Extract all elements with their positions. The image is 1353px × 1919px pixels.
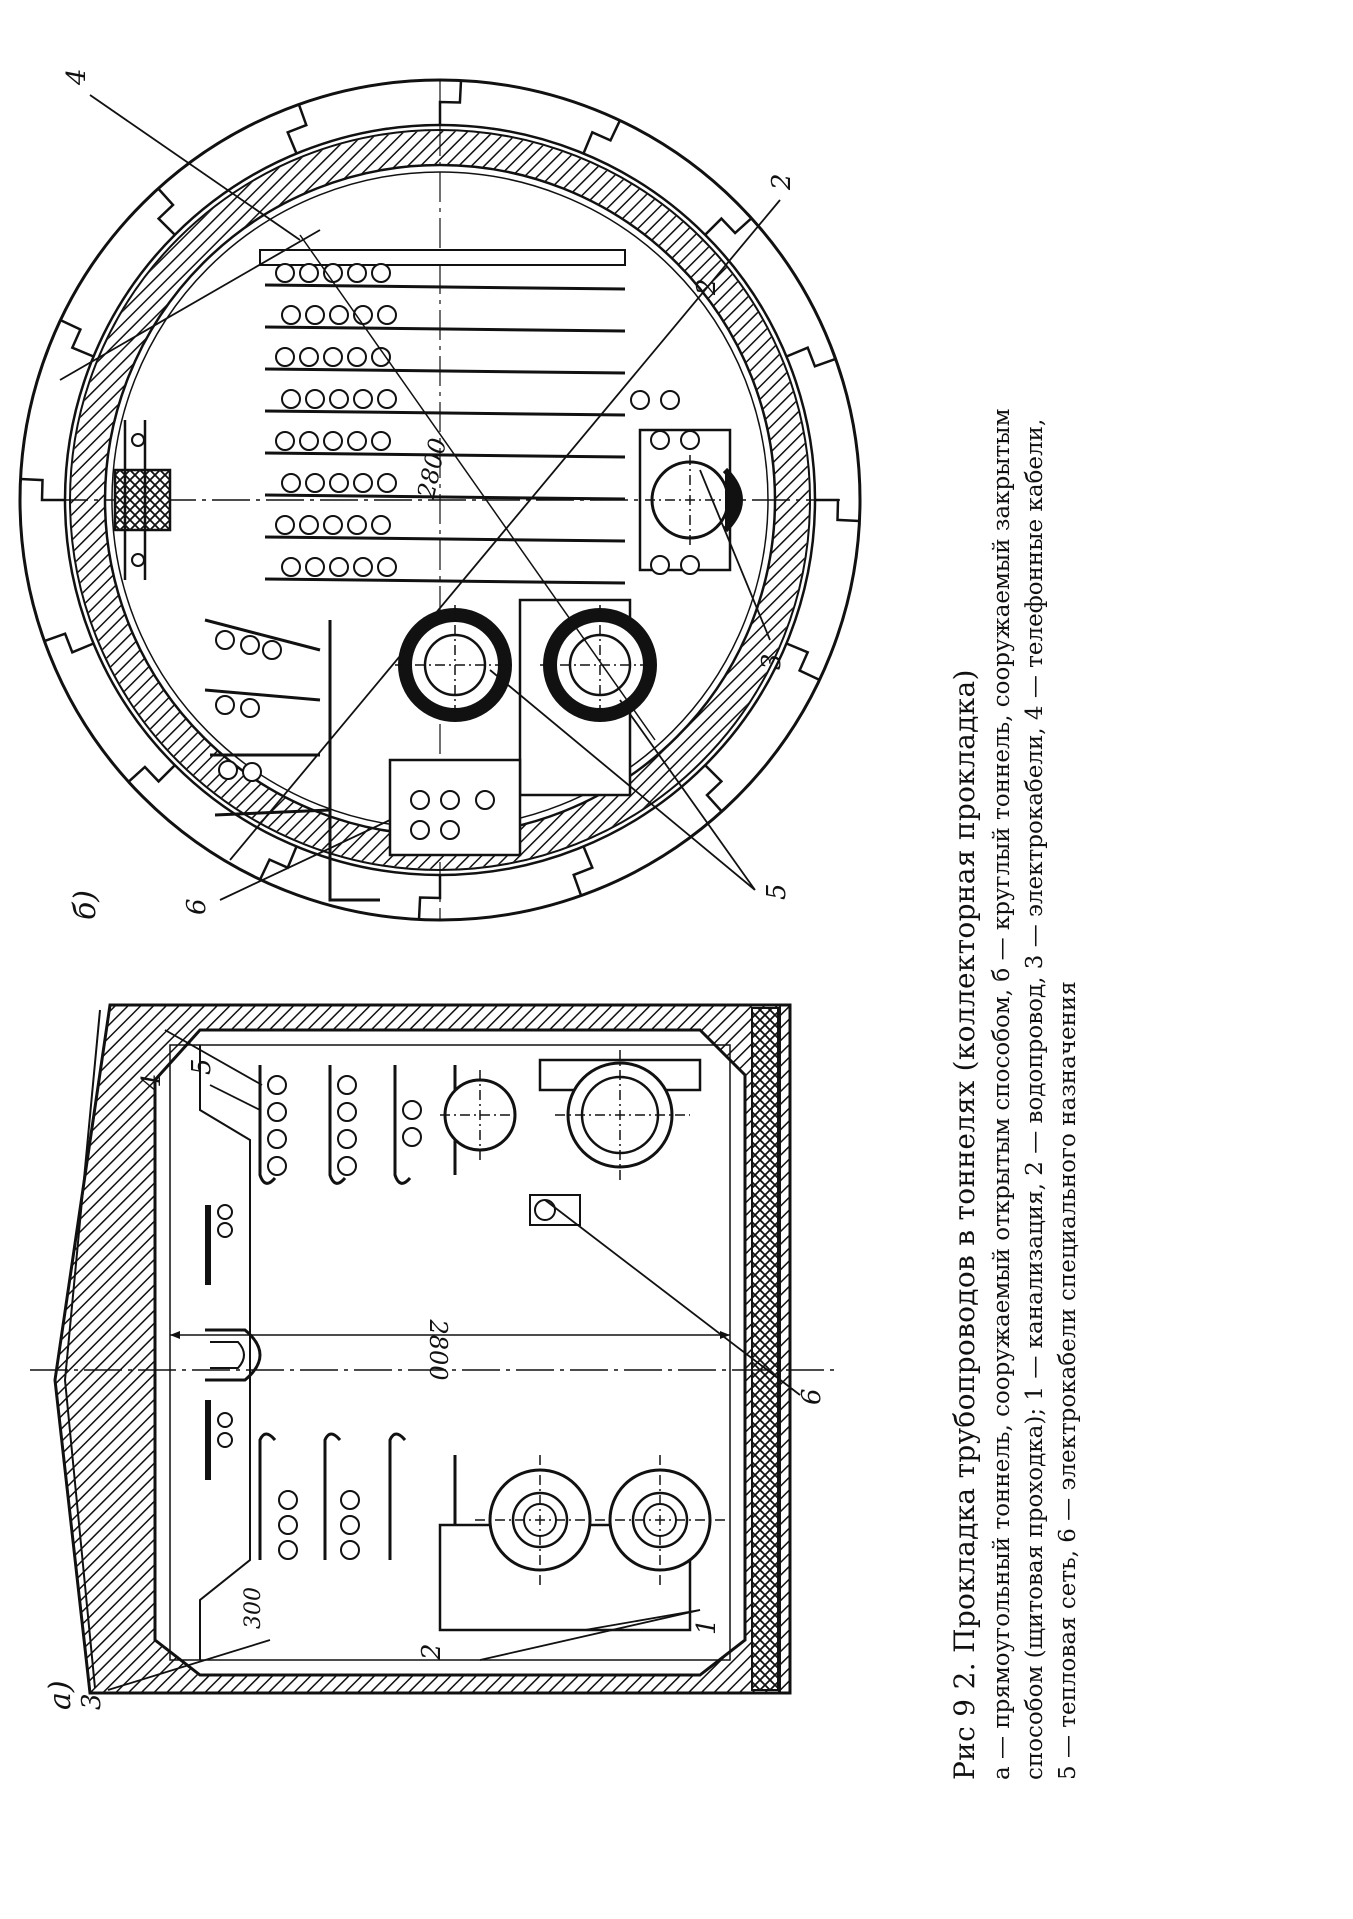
telephone-cable xyxy=(323,347,343,367)
telephone-cable xyxy=(329,473,349,493)
telephone-cable xyxy=(377,473,397,493)
telephone-cable xyxy=(323,431,343,451)
telephone-cable xyxy=(299,431,319,451)
telephone-cable xyxy=(275,263,295,283)
dimension-2800-a: 2800 xyxy=(424,1318,452,1380)
callout-b-3: 3 xyxy=(757,653,787,670)
telephone-cable xyxy=(347,431,367,451)
segment-joint xyxy=(59,318,94,358)
telephone-cable xyxy=(377,305,397,325)
caption-line-3: 5 — тепловая сеть, 6 — электрокабели спе… xyxy=(1055,981,1081,1780)
telephone-cable xyxy=(329,389,349,409)
figure-a-rectangular-tunnel: 2800 300 1 2 3 4 5 6 а) xyxy=(30,1003,840,1710)
callout-a-1: 1 xyxy=(692,1618,722,1635)
callout-b-6: 6 xyxy=(182,898,212,915)
cable-rack xyxy=(264,535,626,543)
callout-a-3: 3 xyxy=(77,1693,107,1710)
telephone-cable xyxy=(347,263,367,283)
caption-line-1: а — прямоугольный тоннель, сооружаемый о… xyxy=(989,408,1015,1780)
telephone-cable xyxy=(347,515,367,535)
telephone-cable xyxy=(299,263,319,283)
telephone-cable xyxy=(371,263,391,283)
segment-joint xyxy=(43,632,94,654)
segment-joint xyxy=(127,764,176,784)
callout-b-4: 4 xyxy=(62,68,92,86)
label-a: а) xyxy=(43,1680,78,1710)
callout-b-2: 2 xyxy=(767,173,797,191)
telephone-cable xyxy=(353,557,373,577)
telephone-cable xyxy=(323,515,343,535)
caption-line-2: способом (щитовая проходка); 1 — канализ… xyxy=(1022,418,1048,1780)
segment-joint xyxy=(286,103,308,154)
callout-b-2-upper: 2 xyxy=(692,278,722,296)
segment-joint xyxy=(438,80,463,125)
telephone-cable xyxy=(299,515,319,535)
telephone-cable xyxy=(329,305,349,325)
dimension-300: 300 xyxy=(241,1587,266,1629)
cable-rack xyxy=(264,577,626,585)
telephone-cable xyxy=(329,557,349,577)
telephone-cable xyxy=(371,431,391,451)
segment-joint xyxy=(156,187,176,236)
telephone-cable xyxy=(353,473,373,493)
telephone-cable xyxy=(377,557,397,577)
figure-caption: Рис 9 2. Прокладка трубопроводов в тонне… xyxy=(947,60,1082,1780)
telephone-cable xyxy=(299,347,319,367)
cable-rack xyxy=(264,493,626,501)
segment-joint xyxy=(258,846,298,881)
callout-a-5: 5 xyxy=(187,1058,217,1075)
telephone-cable xyxy=(305,473,325,493)
callout-a-6: 6 xyxy=(797,1388,827,1405)
telephone-cable xyxy=(305,305,325,325)
telephone-cable xyxy=(281,473,301,493)
label-b: б) xyxy=(68,890,103,920)
telephone-cable xyxy=(281,305,301,325)
callout-b-5: 5 xyxy=(762,883,792,900)
telephone-cable xyxy=(305,557,325,577)
telephone-cable xyxy=(371,347,391,367)
telephone-cable xyxy=(371,515,391,535)
callout-a-2: 2 xyxy=(417,1643,447,1661)
cable-rack xyxy=(264,325,626,333)
telephone-cable xyxy=(305,389,325,409)
telephone-cable xyxy=(377,389,397,409)
segment-joint xyxy=(786,346,837,368)
segment-joint xyxy=(572,846,594,897)
cable-rack xyxy=(264,409,626,417)
segment-joint xyxy=(582,119,622,154)
telephone-cable xyxy=(275,347,295,367)
cable-rack xyxy=(264,451,626,459)
segment-joint xyxy=(704,764,724,813)
telephone-cable xyxy=(281,557,301,577)
telephone-cable xyxy=(353,389,373,409)
telephone-cable xyxy=(275,515,295,535)
caption-title: Рис 9 2. Прокладка трубопроводов в тонне… xyxy=(948,669,981,1780)
telephone-cable xyxy=(347,347,367,367)
figure-b-circular-tunnel: 2800 4 2 2 5 6 3 б) xyxy=(18,68,862,922)
telephone-cable xyxy=(275,431,295,451)
segment-joint xyxy=(704,216,753,236)
cable-rack xyxy=(264,367,626,375)
segment-joint xyxy=(786,642,821,682)
callout-a-4: 4 xyxy=(137,1073,167,1091)
telephone-cable xyxy=(281,389,301,409)
cable-rack xyxy=(264,283,626,291)
